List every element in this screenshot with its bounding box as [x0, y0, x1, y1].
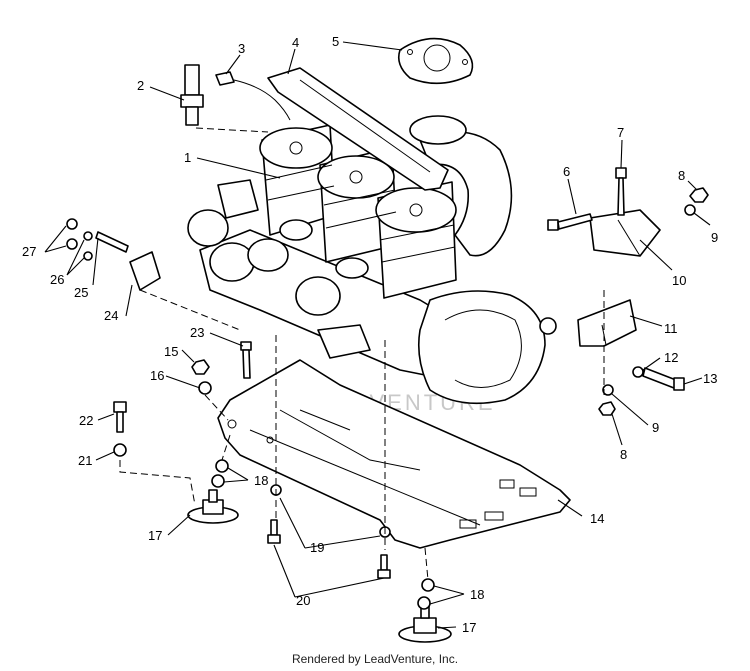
nut-8-lower [598, 401, 616, 416]
callout-6: 6 [563, 164, 570, 179]
callout-9-upper: 9 [711, 230, 718, 245]
leader-lines [44, 41, 711, 629]
callout-27: 27 [22, 244, 36, 259]
bolt-23 [240, 341, 252, 379]
callout-22: 22 [79, 413, 93, 428]
callout-8-lower: 8 [620, 447, 627, 462]
bolt-22 [113, 401, 127, 433]
nut-27-a [66, 218, 78, 230]
engine-assembly [187, 115, 557, 405]
callout-17-right: 17 [462, 620, 476, 635]
washer-21 [113, 443, 127, 457]
callout-2: 2 [137, 78, 144, 93]
callout-16: 16 [150, 368, 164, 383]
washer-9-upper [684, 204, 696, 216]
sensor-wire [215, 71, 291, 121]
footer-credit: Rendered by LeadVenture, Inc. [291, 652, 459, 666]
callout-9-lower: 9 [652, 420, 659, 435]
engine-mount-bracket-lower [577, 299, 637, 347]
washer-18-a [215, 459, 229, 473]
callout-13: 13 [703, 371, 717, 386]
nut-8-upper [689, 187, 709, 203]
callout-15: 15 [164, 344, 178, 359]
callout-14: 14 [590, 511, 604, 526]
callout-8-upper: 8 [678, 168, 685, 183]
bolt-13 [642, 367, 685, 391]
callout-25: 25 [74, 285, 88, 300]
callout-10: 10 [672, 273, 686, 288]
callout-21: 21 [78, 453, 92, 468]
callout-20: 20 [296, 593, 310, 608]
washer-18-b [211, 474, 225, 488]
washer-26-b [83, 251, 93, 261]
callout-labels: 1 2 3 4 5 6 7 8 9 10 11 12 13 9 8 14 15 … [22, 34, 718, 635]
callout-3: 3 [238, 41, 245, 56]
callout-26: 26 [50, 272, 64, 287]
clamp-bracket [129, 251, 161, 291]
callout-17-left: 17 [148, 528, 162, 543]
spark-plug [180, 64, 204, 126]
bolt-7 [615, 167, 627, 216]
callout-24: 24 [104, 308, 118, 323]
rubber-mount-left [187, 489, 239, 524]
washer-12 [632, 366, 644, 378]
callout-11: 11 [664, 321, 678, 336]
callout-23: 23 [190, 325, 204, 340]
callout-12: 12 [664, 350, 678, 365]
washer-18-c [421, 578, 435, 592]
callout-5: 5 [332, 34, 339, 49]
washer-16 [198, 381, 212, 395]
washer-26-a [83, 231, 93, 241]
nut-15 [191, 359, 210, 375]
callout-18-right: 18 [470, 587, 484, 602]
callout-7: 7 [617, 125, 624, 140]
mounting-plate [217, 359, 571, 549]
callout-19: 19 [310, 540, 324, 555]
bolt-20-b [377, 554, 391, 579]
exhaust-gasket [397, 37, 474, 85]
rubber-mount-right [398, 605, 452, 643]
stud-25 [95, 231, 129, 253]
bolt-20-a [267, 519, 281, 544]
nut-27-b [66, 238, 78, 250]
washer-9-lower [602, 384, 614, 396]
callout-4: 4 [292, 35, 299, 50]
bolt-6 [547, 213, 593, 231]
fuel-rail [267, 67, 449, 191]
callout-18-left: 18 [254, 473, 268, 488]
washer-18-d [417, 596, 431, 610]
engine-mount-bracket-upper [589, 209, 661, 257]
callout-1: 1 [184, 150, 191, 165]
